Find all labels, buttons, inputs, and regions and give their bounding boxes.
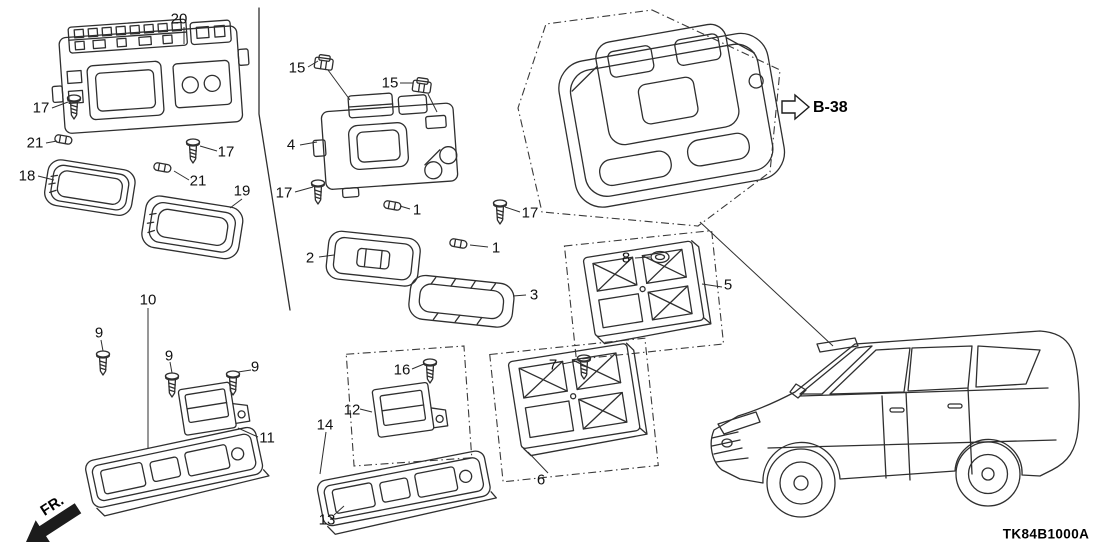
screw-9-b-icon [164, 372, 180, 398]
part-4-module-drawing [312, 92, 459, 199]
section-divider-line [258, 7, 291, 311]
callout-9-a: 9 [94, 324, 104, 342]
callout-1-b: 1 [491, 239, 501, 257]
part-5-switch-drawing [582, 240, 712, 345]
part-12-bracket-drawing [371, 381, 449, 438]
callout-3: 3 [529, 286, 539, 304]
console-location-line [699, 221, 834, 347]
part-6-switch-drawing [507, 342, 648, 457]
diagram-code: TK84B1000A [1002, 526, 1090, 542]
screw-17-c-icon [310, 179, 326, 205]
callout-21-a: 21 [26, 134, 44, 152]
part-18-lens-drawing [44, 159, 136, 216]
callout-9-c: 9 [250, 358, 260, 376]
callout-4: 4 [286, 136, 296, 154]
connector-15-a-icon [313, 53, 335, 72]
callout-9-b: 9 [164, 347, 174, 365]
part-8-cap-drawing [650, 250, 670, 264]
connector-15-b-icon [411, 76, 433, 95]
callout-20: 20 [170, 10, 188, 28]
leader-lines [37, 27, 723, 516]
callout-6: 6 [536, 471, 546, 489]
bulb-1-a-icon [382, 199, 403, 212]
screw-9-a-icon [95, 350, 111, 376]
callout-18: 18 [18, 167, 36, 185]
roof-console-drawing [558, 23, 786, 208]
callout-1-a: 1 [412, 201, 422, 219]
callout-13: 13 [318, 511, 336, 529]
screw-17-b-icon [185, 138, 201, 164]
bulb-21-a-icon [53, 133, 74, 146]
callout-15-a: 15 [288, 59, 306, 77]
callout-15-b: 15 [381, 74, 399, 92]
callout-7: 7 [548, 356, 558, 374]
callout-12: 12 [343, 401, 361, 419]
bulb-21-b-icon [152, 161, 173, 174]
part-19-lens-drawing [141, 195, 244, 260]
part-10-lightbar-drawing [85, 426, 270, 517]
callout-8: 8 [621, 249, 631, 267]
callout-14: 14 [316, 416, 334, 434]
callout-17-d: 17 [521, 204, 539, 222]
callout-17-a: 17 [32, 99, 50, 117]
phantom-box-part5 [563, 229, 725, 361]
screw-17-d-icon [492, 199, 508, 225]
part-11-bracket-drawing [177, 381, 251, 436]
callout-19: 19 [233, 182, 251, 200]
part-2-base-drawing [325, 230, 421, 287]
phantom-region-b38 [517, 9, 781, 227]
part-20-module-drawing [51, 18, 250, 134]
callout-21-b: 21 [189, 172, 207, 190]
screw-16-icon [422, 358, 438, 384]
phantom-box-part12 [345, 345, 473, 467]
callout-17-b: 17 [217, 143, 235, 161]
callout-10: 10 [139, 291, 157, 309]
reference-arrow-icon [781, 93, 811, 121]
callout-17-c: 17 [275, 184, 293, 202]
phantom-box-part6 [489, 337, 659, 483]
callout-16: 16 [393, 361, 411, 379]
callout-2: 2 [305, 249, 315, 267]
callout-11: 11 [259, 429, 275, 447]
vehicle-drawing [710, 330, 1080, 518]
part-13-lightbar-drawing [316, 450, 497, 535]
callout-5: 5 [723, 276, 733, 294]
bulb-1-b-icon [448, 237, 469, 250]
sunroof-opening [816, 337, 859, 353]
front-direction-arrow-icon [26, 503, 82, 543]
reference-b38-label: B-38 [813, 99, 848, 116]
part-3-gasket-drawing [408, 274, 515, 328]
